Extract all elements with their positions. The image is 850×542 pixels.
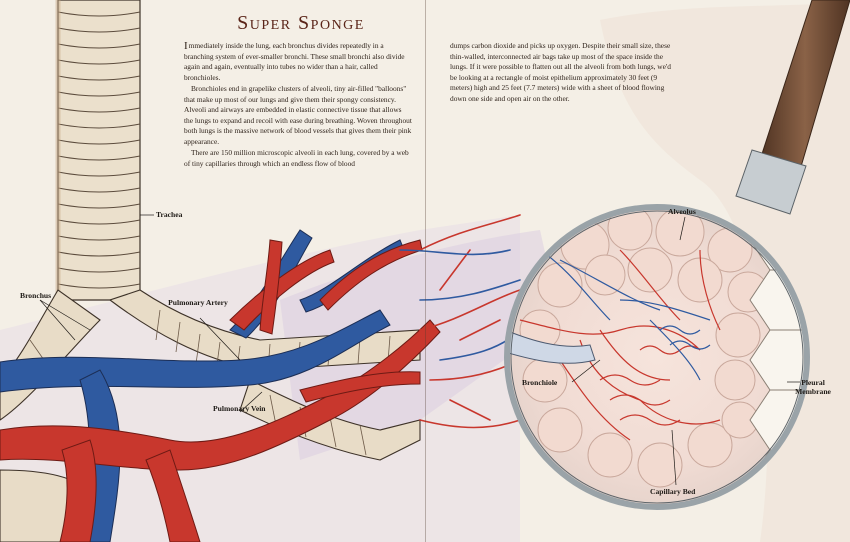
label-pulmonary-vein: Pulmonary Vein: [213, 404, 266, 413]
label-bronchiole: Bronchiole: [522, 378, 558, 387]
paragraph-1-text: mmediately inside the lung, each bronchu…: [184, 41, 405, 82]
pulmonary-artery-vessels: [0, 239, 441, 542]
label-trachea: Trachea: [156, 210, 183, 219]
magnifier-handle: [735, 0, 850, 215]
page-gutter: [425, 0, 426, 542]
paragraph-2: Bronchioles end in grapelike clusters of…: [184, 84, 412, 146]
drop-cap: I: [184, 40, 188, 52]
paragraph-3: There are 150 million microscopic alveol…: [184, 148, 409, 168]
label-alveolus: Alveolus: [668, 207, 696, 216]
label-capillary-bed: Capillary Bed: [650, 487, 696, 496]
label-pulmonary-artery: Pulmonary Artery: [168, 298, 228, 307]
label-pleural-membrane: Pleural Membrane: [795, 378, 831, 396]
text-column-right: dumps carbon dioxide and picks up oxygen…: [450, 41, 678, 105]
trachea: [55, 0, 141, 301]
magnifier-lens: [504, 204, 810, 510]
label-leader-lines: [39, 214, 800, 486]
label-bronchus: Bronchus: [20, 291, 52, 300]
page-title: Super Sponge: [237, 12, 365, 34]
paragraph-4: dumps carbon dioxide and picks up oxygen…: [450, 41, 671, 103]
